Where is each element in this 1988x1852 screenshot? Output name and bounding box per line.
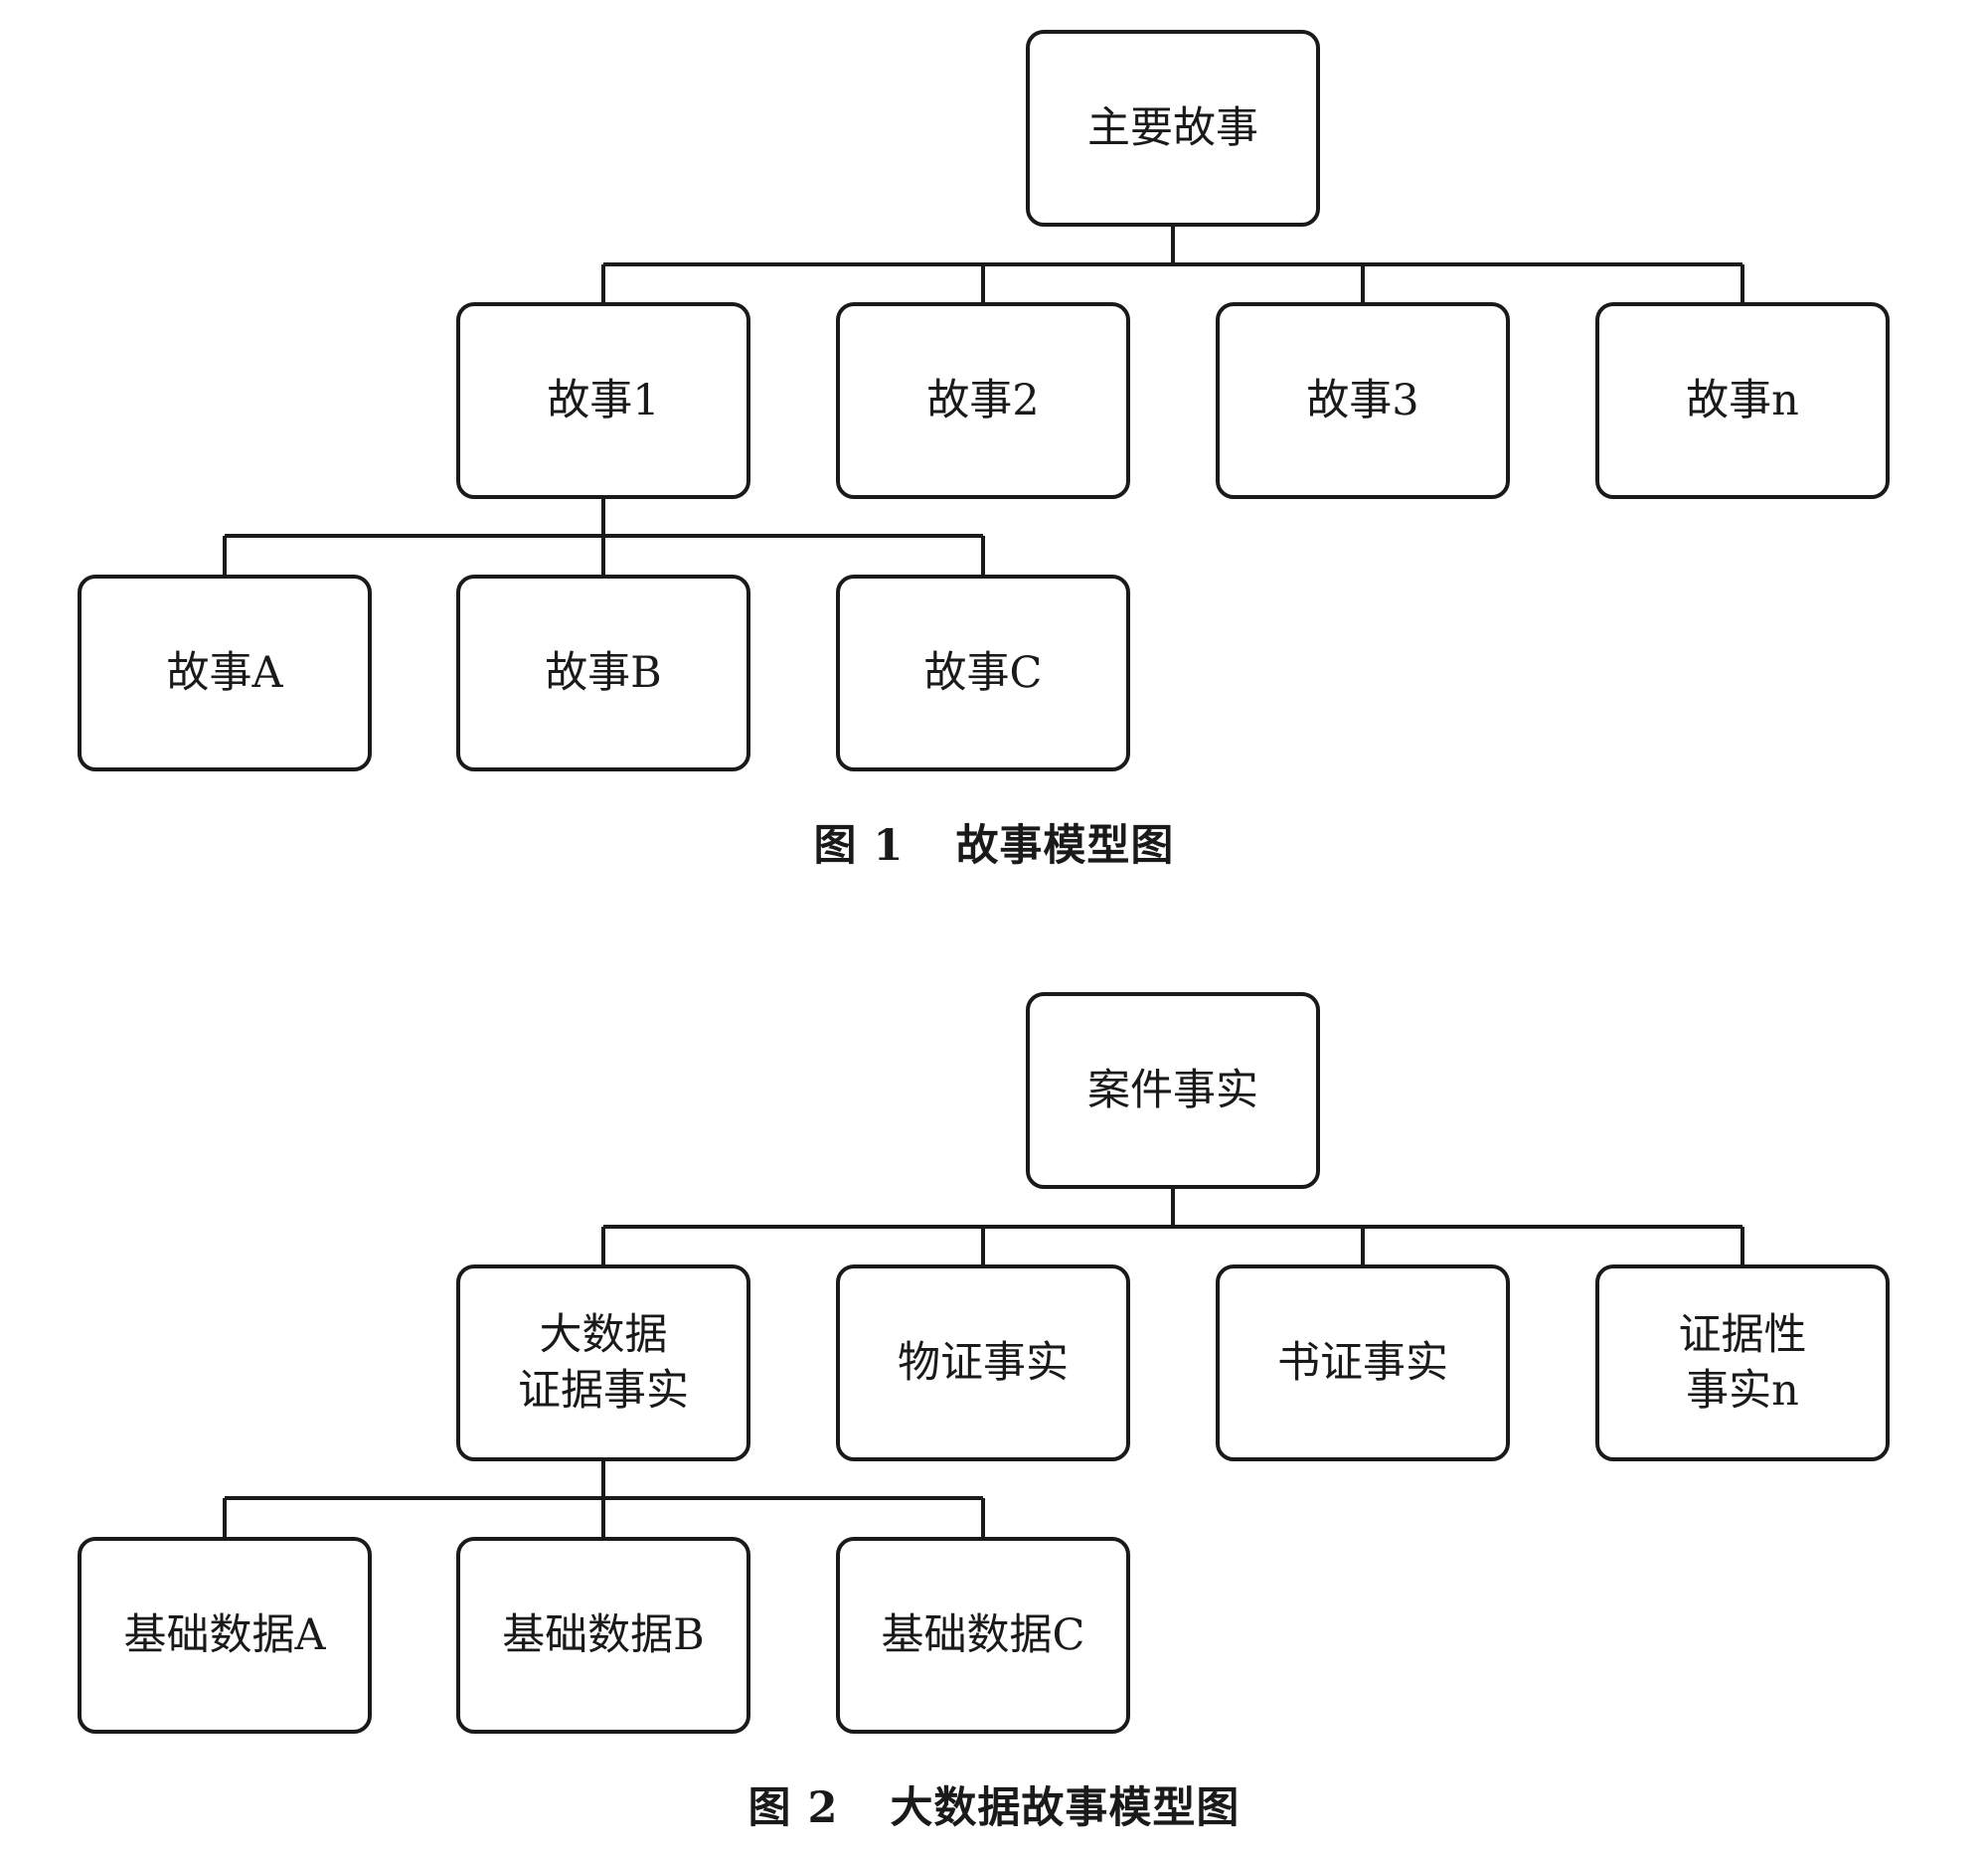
- fact-node-label: 书证事实: [1277, 1338, 1448, 1388]
- story-node-label: 故事C: [923, 648, 1043, 698]
- story-node-1: 故事1: [456, 302, 750, 499]
- fact-node-label: 证据性 事实n: [1678, 1310, 1807, 1416]
- figure-1-caption-title: 故事模型图: [955, 821, 1175, 871]
- base-data-node-label: 基础数据C: [881, 1610, 1085, 1660]
- story-node-label: 故事B: [545, 648, 662, 698]
- story-node-n: 故事n: [1595, 302, 1890, 499]
- base-data-node-a: 基础数据A: [78, 1537, 372, 1734]
- story-node-label: 故事3: [1306, 376, 1419, 425]
- figure-2-caption-number: 图 2: [747, 1783, 839, 1833]
- fact-node-documentary-evidence: 书证事实: [1216, 1264, 1510, 1461]
- story-node-3: 故事3: [1216, 302, 1510, 499]
- fact-node-evidential-n: 证据性 事实n: [1595, 1264, 1890, 1461]
- figure-1-caption-number: 图 1: [813, 821, 905, 871]
- fact-node-label: 大数据 证据事实: [518, 1310, 689, 1416]
- story-node-c: 故事C: [836, 575, 1130, 771]
- root-node-case-facts: 案件事实: [1026, 992, 1320, 1189]
- base-data-node-label: 基础数据A: [123, 1610, 326, 1660]
- figure-2-caption: 图 2 大数据故事模型图: [0, 1773, 1988, 1835]
- fact-node-label: 物证事实: [898, 1338, 1069, 1388]
- root-node-label: 案件事实: [1087, 1066, 1258, 1115]
- figure-2-caption-title: 大数据故事模型图: [890, 1783, 1241, 1833]
- root-node-main-story: 主要故事: [1026, 30, 1320, 227]
- base-data-node-c: 基础数据C: [836, 1537, 1130, 1734]
- figure-2-connector-lines: [223, 1189, 1744, 1537]
- story-node-label: 故事n: [1686, 376, 1799, 425]
- story-node-a: 故事A: [78, 575, 372, 771]
- figure-1-story-model: 主要故事 故事1 故事2 故事3 故事n 故事A 故事B 故事C 图 1 故事模型…: [0, 0, 1988, 915]
- fact-node-physical-evidence: 物证事实: [836, 1264, 1130, 1461]
- story-node-label: 故事2: [926, 376, 1040, 425]
- story-node-label: 故事1: [547, 376, 660, 425]
- story-node-b: 故事B: [456, 575, 750, 771]
- story-node-2: 故事2: [836, 302, 1130, 499]
- root-node-label: 主要故事: [1087, 103, 1258, 153]
- base-data-node-label: 基础数据B: [502, 1610, 705, 1660]
- figure-1-connector-lines: [223, 227, 1744, 575]
- fact-node-big-data-evidence: 大数据 证据事实: [456, 1264, 750, 1461]
- story-node-label: 故事A: [166, 648, 283, 698]
- figure-1-caption: 图 1 故事模型图: [0, 811, 1988, 873]
- figure-2-big-data-story-model: 案件事实 大数据 证据事实 物证事实 书证事实 证据性 事实n 基础数据A 基础…: [0, 964, 1988, 1852]
- base-data-node-b: 基础数据B: [456, 1537, 750, 1734]
